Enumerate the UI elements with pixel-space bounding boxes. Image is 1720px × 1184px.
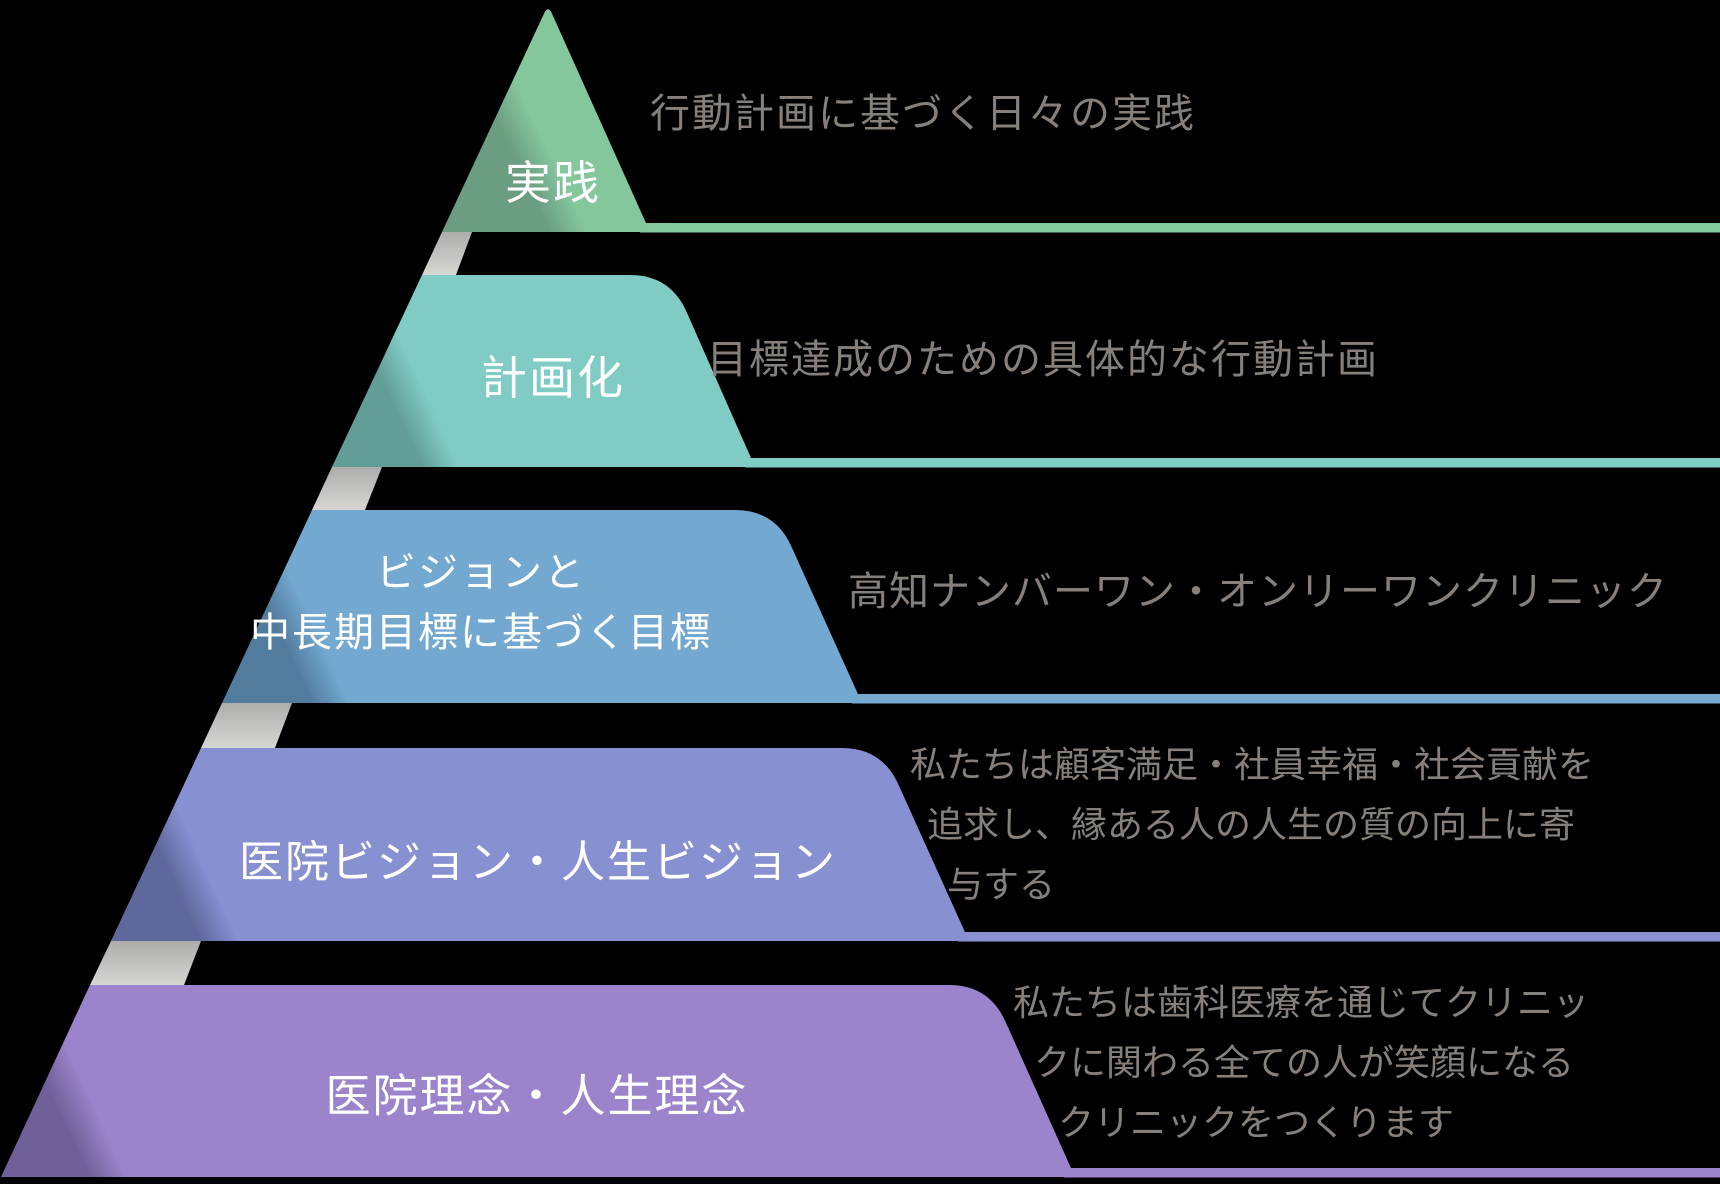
level-4-description-line-1: 私たちは顧客満足・社員幸福・社会貢献を xyxy=(910,744,1595,785)
level-4-description: 私たちは顧客満足・社員幸福・社会貢献を 追求し、縁ある人の人生の質の向上に寄 与… xyxy=(910,735,1594,915)
level-3-label-line-1: ビジョンと xyxy=(376,551,586,595)
level-5-description: 私たちは歯科医療を通じてクリニッ クに関わる全ての人が笑顔になる クリニックをつ… xyxy=(1013,973,1589,1153)
level-5-description-line-3: クリニックをつくります xyxy=(1058,1102,1455,1143)
pyramid-level-2-shape xyxy=(332,275,755,467)
connector-segment-2 xyxy=(312,467,382,510)
level-3-label: ビジョンと 中長期目標に基づく目標 xyxy=(250,543,712,663)
level-2-label: 計画化 xyxy=(481,352,625,404)
level-3-label-line-2: 中長期目標に基づく目標 xyxy=(250,611,712,655)
base-line-level-1 xyxy=(640,223,1720,233)
level-1-description: 行動計画に基づく日々の実践 xyxy=(650,92,1196,136)
connector-segment-1 xyxy=(422,232,472,275)
level-4-label: 医院ビジョン・人生ビジョン xyxy=(239,838,837,887)
level-5-label: 医院理念・人生理念 xyxy=(325,1070,749,1122)
pyramid-level-1-shape xyxy=(442,9,650,232)
base-line-level-5 xyxy=(1064,1168,1720,1178)
level-2-description: 目標達成のための具体的な行動計画 xyxy=(707,338,1379,382)
base-line-level-4 xyxy=(958,932,1720,942)
level-5-description-line-1: 私たちは歯科医療を通じてクリニッ xyxy=(1013,982,1590,1023)
base-line-level-3 xyxy=(852,694,1720,704)
level-3-description: 高知ナンバーワン・オンリーワンクリニック xyxy=(848,570,1668,614)
level-4-description-line-2: 追求し、縁ある人の人生の質の向上に寄 xyxy=(927,804,1576,845)
pyramid-level-3-shape xyxy=(222,510,862,703)
pyramid-level-4-shape xyxy=(111,748,969,941)
connector-segment-3 xyxy=(201,703,292,748)
level-4-description-line-3: 与する xyxy=(947,864,1056,905)
pyramid-level-5-shape xyxy=(1,985,1075,1177)
level-5-description-line-2: クに関わる全ての人が笑顔になる xyxy=(1034,1042,1575,1083)
connector-segment-4 xyxy=(90,941,201,985)
level-1-label: 実践 xyxy=(505,157,601,209)
base-line-level-2 xyxy=(745,458,1720,468)
